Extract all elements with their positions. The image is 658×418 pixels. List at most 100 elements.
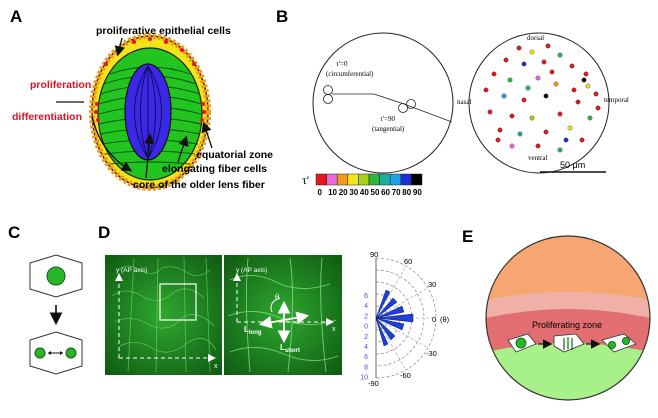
polar-radial-tick: 6	[364, 354, 368, 361]
label-dorsal: dorsal	[527, 34, 544, 42]
e-nucleus-right-a	[608, 340, 617, 349]
e-cell-mid	[553, 333, 585, 353]
panel-a: A proliferative epithelial cells prolife…	[10, 7, 273, 191]
colorbar-tick-label: 20	[339, 188, 348, 197]
label-elongating: elongating fiber cells	[162, 163, 267, 175]
split-arrow-heads	[48, 351, 63, 355]
polar-30: 30	[428, 280, 436, 289]
panel-d-letter: D	[98, 223, 110, 242]
label-temporal: temporal	[604, 96, 629, 104]
polar-radial-tick: 4	[364, 303, 368, 310]
colorbar-swatch	[389, 173, 402, 186]
panel-c-letter: C	[8, 223, 20, 242]
colorbar-tick-label: 90	[413, 188, 422, 197]
l-short-main: L	[280, 343, 285, 352]
proliferating-zone-label: Proliferating zone	[532, 320, 602, 330]
mid-y-label: y (AP axis)	[236, 267, 267, 274]
mid-x-label: x	[332, 326, 336, 333]
label-proliferation: proliferation	[30, 79, 91, 91]
colorbar-swatch	[347, 173, 359, 186]
colorbar-tick-label: 80	[402, 188, 411, 197]
tau90-line2: (tangential)	[372, 125, 405, 133]
pointer-proliferative	[114, 37, 125, 57]
colorbar-title: τ'	[302, 173, 309, 187]
polar-radial-tick: 0	[364, 324, 368, 331]
colorbar-swatch	[379, 173, 391, 186]
panel-d: D y (AP axis) x y (AP axis) x θ Llong Ls…	[98, 223, 450, 388]
colorbar-tick-label: 30	[349, 188, 358, 197]
colorbar-tick-label: 10	[328, 188, 337, 197]
polar-radial-tick: 4	[364, 344, 368, 351]
l-short-sub: short	[285, 348, 300, 354]
polar-radial-tick: 10	[360, 375, 368, 382]
schematic-circle	[312, 32, 454, 174]
micrograph-mid-cells	[227, 257, 339, 373]
label-ventral: ventral	[528, 154, 547, 162]
scatter-circle	[468, 32, 610, 174]
polar-radial-tick: 2	[364, 334, 368, 341]
zoom-box	[159, 283, 197, 321]
polar-m60: -60	[400, 371, 411, 380]
colorbar-tick-label: 50	[371, 188, 380, 197]
equator-red-dots	[94, 37, 206, 122]
l-long-sub: long	[249, 330, 262, 336]
panel-a-letter: A	[10, 7, 22, 26]
nucleus-after-right	[65, 347, 77, 359]
polar-60: 60	[404, 257, 412, 266]
lens-orange-rim	[89, 33, 211, 191]
polar-bars	[375, 289, 414, 347]
tau90-cells	[398, 99, 416, 113]
tau0-line2: (circumferential)	[326, 70, 374, 78]
l-long-main: L	[244, 325, 249, 334]
e-chromosomes	[563, 337, 573, 350]
pointer-equatorial	[201, 121, 213, 149]
e-nucleus-left	[515, 337, 527, 349]
tau90-line1: τ'=90	[380, 115, 396, 123]
colorbar-tick-label: 60	[381, 188, 390, 197]
lens-e-outline	[485, 235, 651, 401]
orange-cap	[486, 236, 650, 300]
l-long-label: Llong	[244, 325, 262, 336]
nucleus-before	[46, 266, 66, 286]
panel-e-letter: E	[462, 227, 473, 246]
polar-90: 90	[370, 250, 378, 259]
polar-m90: -90	[368, 379, 379, 388]
micrograph-left	[105, 255, 222, 375]
polar-theta: (θ)	[440, 315, 450, 324]
core-lines	[134, 65, 162, 159]
micrograph-left-cells	[111, 257, 217, 373]
theta-label: θ	[275, 292, 279, 302]
panel-b-letter: B	[276, 7, 288, 26]
panel-e: E Proliferating zone	[462, 227, 651, 401]
polar-radial-tick: 2	[364, 313, 368, 320]
colorbar-swatch	[326, 173, 338, 186]
polar-radial-tick: 6	[364, 293, 368, 300]
colorbar-swatch	[411, 173, 423, 186]
theta-arc	[270, 297, 281, 313]
left-y-label: y (AP axis)	[116, 267, 147, 274]
panel-b: B τ'=0 (circumferential) τ'=90 (tangenti…	[276, 7, 629, 197]
l-short-label: Lshort	[280, 343, 300, 354]
proliferating-band	[486, 292, 650, 318]
scale-bar-label: 50 μm	[560, 160, 585, 170]
colorbar-swatch	[315, 173, 327, 186]
curved-arrow	[91, 115, 133, 172]
polar-0: 0	[432, 315, 436, 324]
e-nucleus-right-b	[622, 336, 631, 345]
colorbar-swatch	[368, 173, 380, 186]
tau0-line1: τ'=0	[336, 60, 348, 68]
label-proliferative: proliferative epithelial cells	[96, 25, 231, 37]
label-nasal: nasal	[457, 98, 471, 106]
colorbar-tick-label: 70	[392, 188, 401, 197]
nucleus-after-left	[34, 347, 46, 359]
colorbar-swatch	[358, 173, 370, 186]
colorbar-swatch	[336, 173, 349, 186]
tau-path	[332, 93, 453, 123]
colorbar-swatch	[400, 173, 412, 186]
scatter-dots	[483, 43, 601, 153]
polar-m30: -30	[426, 349, 437, 358]
pointer-elongating	[177, 135, 189, 163]
